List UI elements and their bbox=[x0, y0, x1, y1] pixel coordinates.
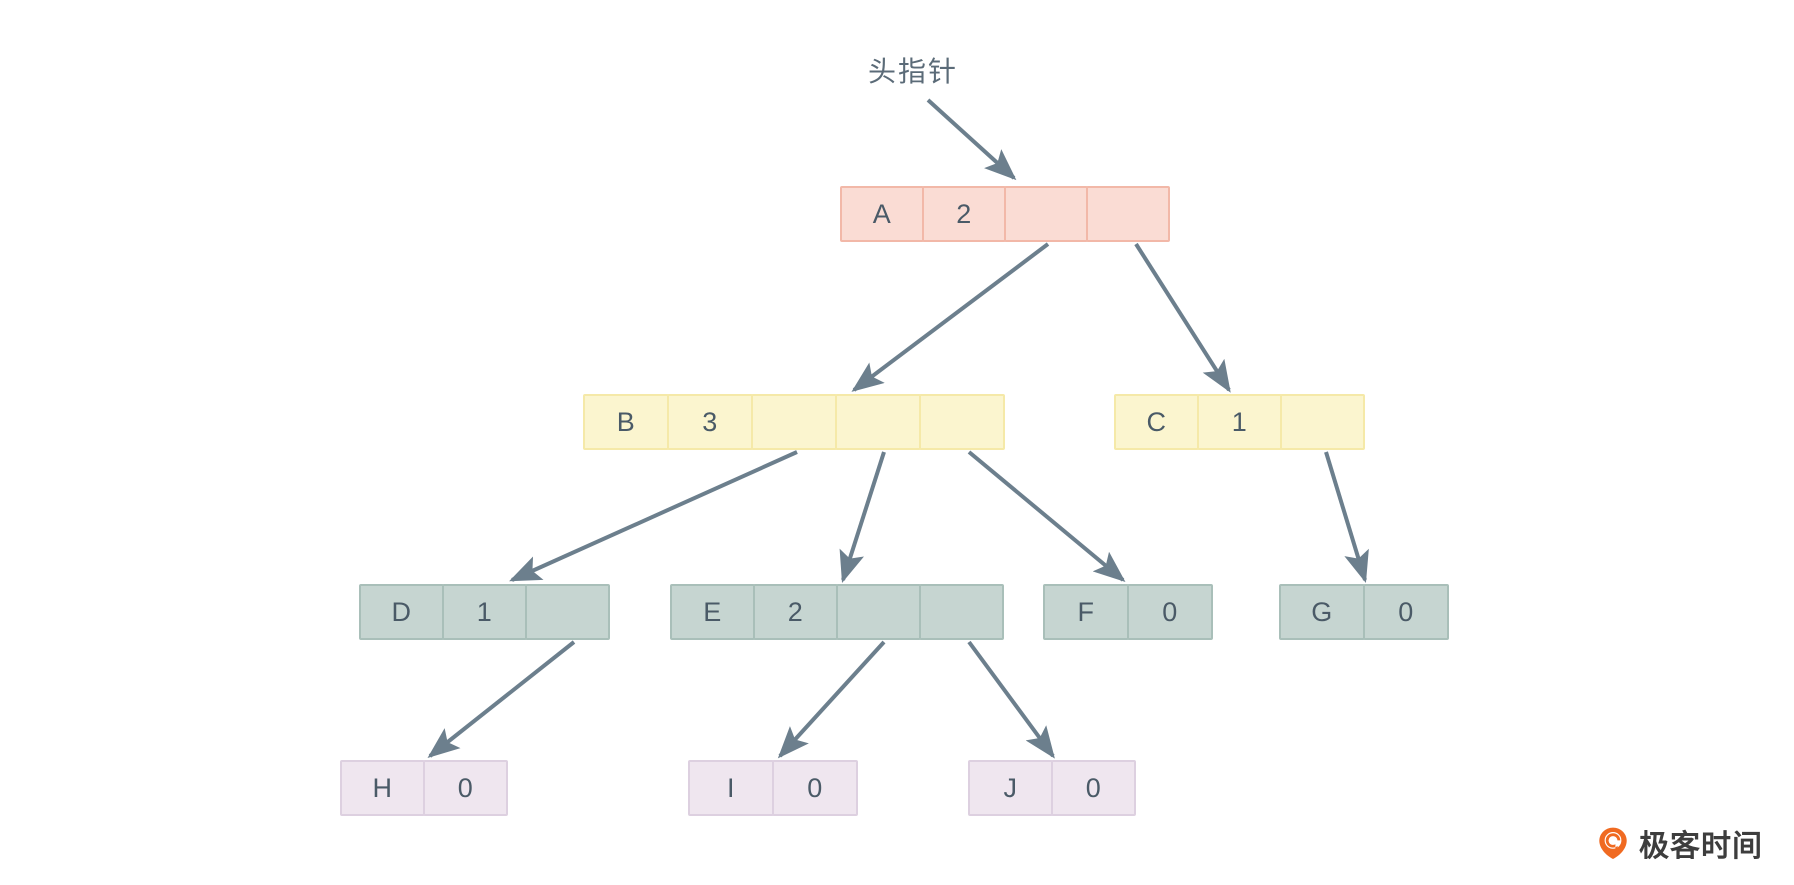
node-i-cell-count: 0 bbox=[772, 760, 858, 816]
node-a-cell-count: 2 bbox=[922, 186, 1006, 242]
node-i-cell-data: I bbox=[688, 760, 774, 816]
node-h-cell-count: 0 bbox=[423, 760, 508, 816]
a-to-c bbox=[1134, 242, 1231, 393]
node-d-cell-data: D bbox=[359, 584, 444, 640]
node-c-cell-count: 1 bbox=[1197, 394, 1282, 450]
node-b-cell-count: 3 bbox=[667, 394, 753, 450]
head-pointer-label: 头指针 bbox=[868, 56, 959, 87]
geektime-logo-icon bbox=[1596, 826, 1630, 860]
node-f-cell-count: 0 bbox=[1127, 584, 1213, 640]
node-g-cell-count: 0 bbox=[1363, 584, 1449, 640]
watermark-text: 极客时间 bbox=[1639, 830, 1763, 863]
b-to-f bbox=[967, 450, 1126, 583]
b-to-e bbox=[839, 451, 886, 584]
node-e-cell-count: 2 bbox=[753, 584, 838, 640]
e-to-j bbox=[967, 640, 1055, 759]
node-a-cell-pointer-1 bbox=[1004, 186, 1088, 242]
node-b-cell-pointer-1 bbox=[751, 394, 837, 450]
node-e-cell-data: E bbox=[670, 584, 755, 640]
node-d-cell-count: 1 bbox=[442, 584, 527, 640]
node-c-cell-data: C bbox=[1114, 394, 1199, 450]
watermark: 极客时间 bbox=[1596, 821, 1763, 865]
a-to-b bbox=[851, 242, 1050, 392]
node-f-cell-data: F bbox=[1043, 584, 1129, 640]
d-to-h bbox=[427, 640, 576, 758]
head-pointer-to-a bbox=[926, 98, 1017, 181]
node-e-cell-pointer-2 bbox=[919, 584, 1004, 640]
node-g-cell-data: G bbox=[1279, 584, 1365, 640]
node-b-cell-data: B bbox=[583, 394, 669, 450]
node-a-cell-pointer-2 bbox=[1086, 186, 1170, 242]
node-b-cell-pointer-3 bbox=[919, 394, 1005, 450]
node-b-cell-pointer-2 bbox=[835, 394, 921, 450]
node-d-cell-pointer-1 bbox=[525, 584, 610, 640]
c-to-g bbox=[1324, 451, 1369, 584]
b-to-d bbox=[509, 450, 798, 582]
node-a-cell-data: A bbox=[840, 186, 924, 242]
e-to-i bbox=[777, 640, 886, 759]
node-j-cell-count: 0 bbox=[1051, 760, 1136, 816]
node-j-cell-data: J bbox=[968, 760, 1053, 816]
node-c-cell-pointer-1 bbox=[1280, 394, 1365, 450]
node-e-cell-pointer-1 bbox=[836, 584, 921, 640]
node-h-cell-data: H bbox=[340, 760, 425, 816]
